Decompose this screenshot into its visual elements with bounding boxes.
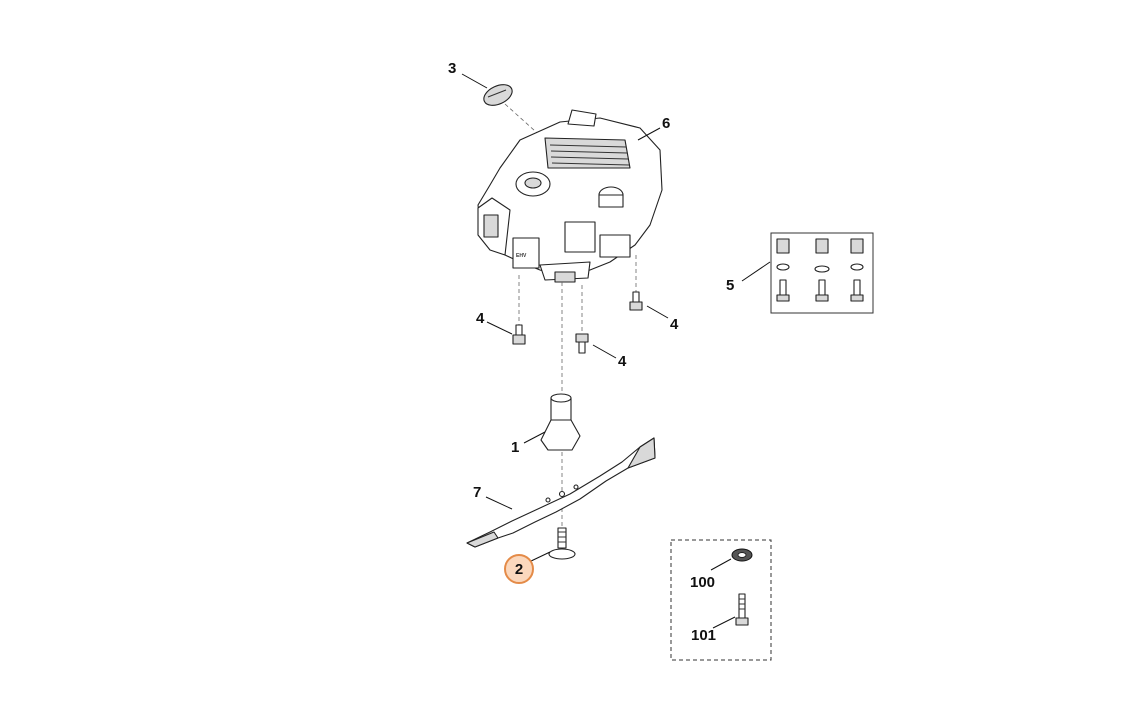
blade-hole-center [558, 490, 566, 498]
hex-bolt-icon [850, 238, 864, 254]
leader-100 [710, 558, 732, 571]
kit-bolt-1 [776, 238, 790, 302]
kit-bolt-1-head [776, 294, 790, 302]
blade-edge-left [466, 531, 499, 548]
blade-bolt-washer [548, 548, 576, 560]
highlight-ring[interactable] [504, 554, 534, 584]
callout-2[interactable]: 2 [515, 561, 523, 578]
part-5-kit-box[interactable] [770, 232, 874, 314]
leader-7 [485, 496, 513, 510]
engine-side-grille [483, 214, 499, 238]
leader-101 [712, 616, 736, 629]
engine-shaft-stub [554, 271, 576, 283]
engine-oil-cap-body [598, 194, 624, 208]
part-4-bolt-right[interactable] [629, 291, 643, 311]
hex-bolt-icon [578, 341, 586, 354]
stihl-badge-icon [483, 84, 513, 106]
hex-bolt-icon [815, 238, 829, 254]
kit-bolt-2 [814, 238, 830, 302]
blade-bolt-icon [557, 527, 567, 549]
leader-6 [637, 127, 661, 141]
washer-hole [737, 552, 747, 558]
part-4-bolt-center[interactable] [575, 333, 589, 354]
engine-badge-text: EHV [516, 253, 527, 259]
fin-2 [550, 150, 628, 154]
adapter-flange [540, 419, 581, 451]
callout-6[interactable]: 6 [662, 115, 670, 132]
callout-4-left[interactable]: 4 [476, 310, 485, 327]
part-2-blade-bolt[interactable] [548, 527, 576, 560]
leader-4b [592, 344, 617, 359]
lock-washer-icon [776, 263, 790, 271]
leader-4c [646, 305, 669, 319]
kit-bolt-2-head [815, 294, 829, 302]
fin-3 [550, 156, 629, 160]
leader-2 [528, 551, 551, 563]
bolt-4b-head [575, 333, 589, 343]
optional-parts-box[interactable] [670, 539, 772, 661]
part-7-mower-blade[interactable] [466, 437, 656, 548]
blade-hole-right [573, 484, 579, 490]
fin-1 [549, 144, 627, 148]
callout-100[interactable]: 100 [690, 574, 715, 591]
part-4-bolt-left[interactable] [512, 324, 526, 345]
adapter-top [550, 393, 572, 403]
callout-4-center[interactable]: 4 [618, 353, 627, 370]
engine-right-housing [599, 234, 631, 258]
blade-hole-left [545, 497, 551, 503]
part-5-kit-contents [776, 238, 864, 302]
part-6-engine[interactable]: EHV [477, 109, 663, 283]
callout-2-highlight[interactable]: 2 [504, 554, 534, 584]
lock-washer-icon [814, 265, 830, 273]
callout-4-right[interactable]: 4 [670, 316, 679, 333]
long-bolt-icon [738, 593, 746, 619]
badge-lettering [487, 89, 507, 98]
leader-4a [486, 321, 513, 335]
hex-bolt-icon [515, 324, 523, 336]
leader-5 [741, 261, 771, 282]
part-100-washer[interactable] [731, 548, 753, 562]
kit-bolt-3-head [850, 294, 864, 302]
leader-1 [523, 431, 546, 444]
leader-3 [461, 73, 488, 89]
hex-bolt-icon [632, 291, 640, 303]
fin-4 [551, 162, 630, 166]
blade-edge-right [627, 437, 656, 469]
engine-filler-cap-center [524, 177, 542, 189]
lock-washer-icon [850, 263, 864, 271]
part-1-blade-adapter[interactable] [540, 393, 581, 451]
kit-bolt-1-shank [779, 279, 787, 297]
callout-1[interactable]: 1 [511, 439, 519, 456]
hex-bolt-icon [776, 238, 790, 254]
callout-7[interactable]: 7 [473, 484, 481, 501]
callout-3[interactable]: 3 [448, 60, 456, 77]
kit-bolt-2-shank [818, 279, 826, 297]
bolt-4a-head [512, 334, 526, 345]
kit-bolt-3 [850, 238, 864, 302]
long-bolt-head [735, 617, 749, 626]
engine-carb [512, 237, 540, 269]
callout-101[interactable]: 101 [691, 627, 716, 644]
callout-5[interactable]: 5 [726, 277, 734, 294]
part-101-bolt[interactable] [735, 593, 749, 626]
engine-top-tab [567, 109, 597, 127]
engine-right-block [564, 221, 596, 253]
part-3-badge[interactable] [481, 81, 516, 110]
engine-base [539, 261, 591, 281]
bolt-4c-head [629, 301, 643, 311]
kit-bolt-3-shank [853, 279, 861, 297]
